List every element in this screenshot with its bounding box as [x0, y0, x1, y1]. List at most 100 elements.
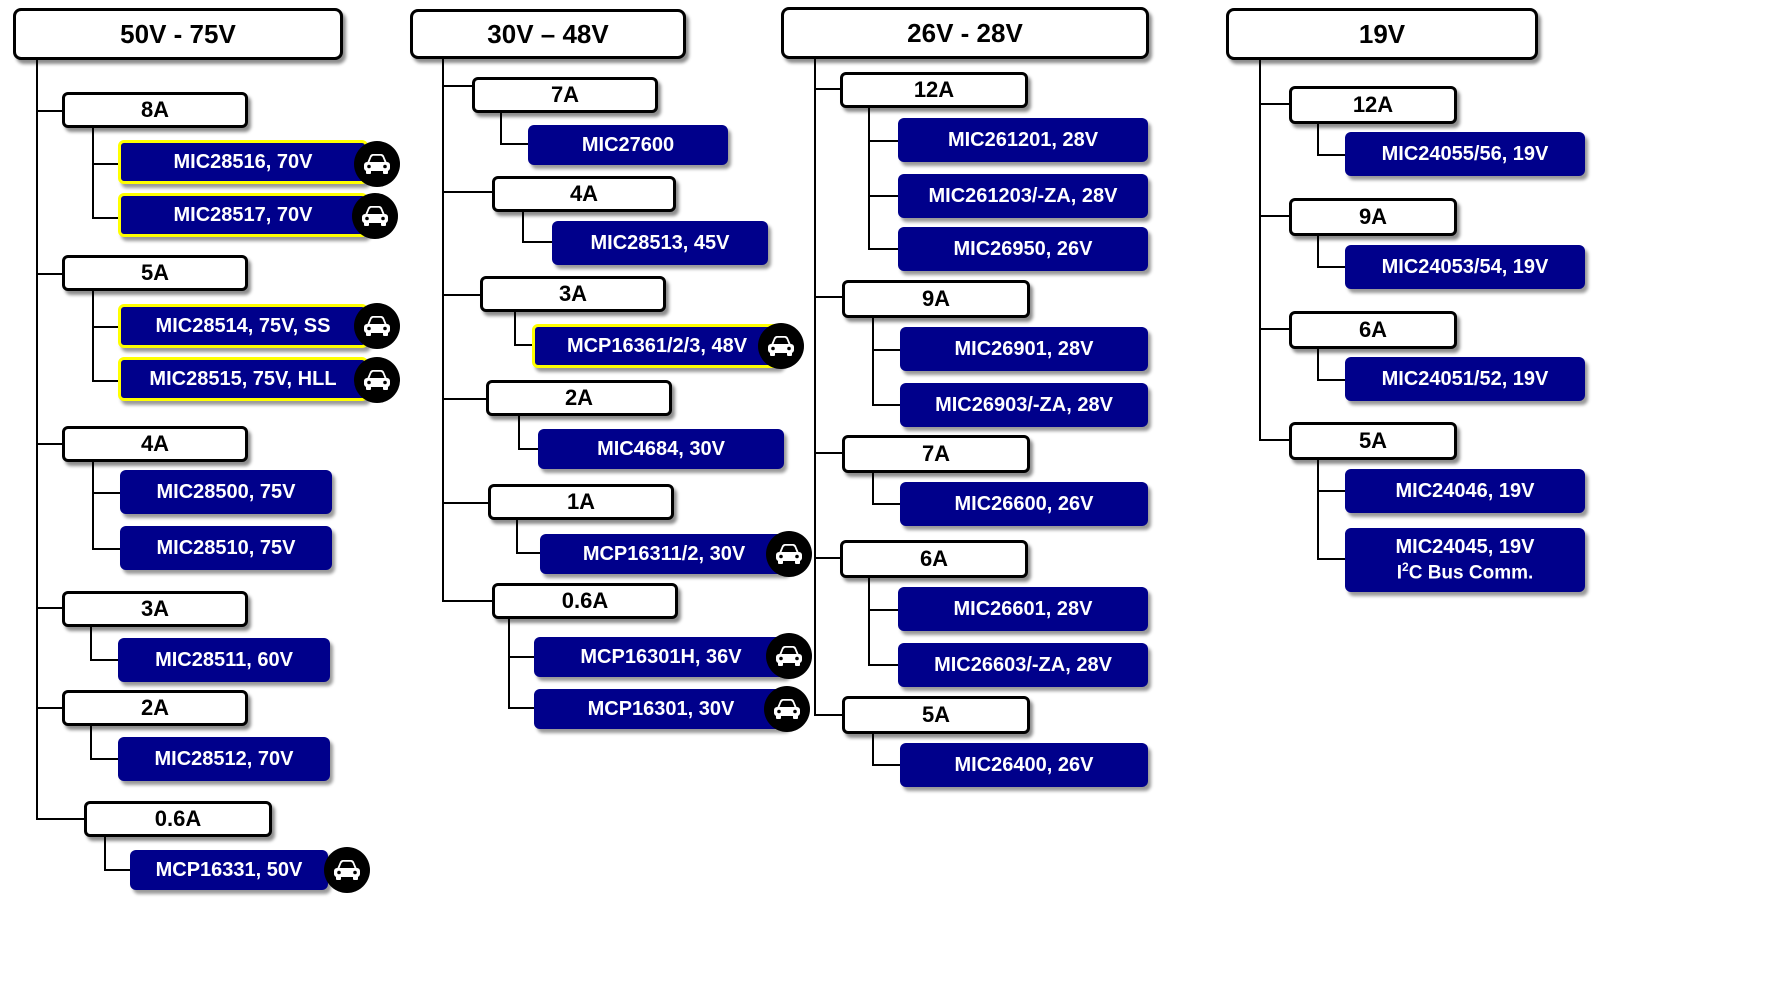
connector-line	[90, 726, 92, 760]
connector-line	[872, 349, 900, 351]
part-label: MIC28514, 75V, SS	[155, 314, 331, 337]
part-box[interactable]: MIC28511, 60V	[118, 638, 330, 682]
connector-line	[92, 128, 94, 218]
connector-line	[868, 664, 898, 666]
connector-line	[872, 318, 874, 406]
connector-line	[508, 619, 510, 709]
current-box: 4A	[62, 426, 248, 462]
current-box: 5A	[62, 255, 248, 291]
part-box[interactable]: MIC261203/-ZA, 28V	[898, 174, 1148, 218]
connector-line	[1317, 460, 1319, 560]
connector-line	[516, 520, 518, 554]
part-box[interactable]: MIC24045, 19V I2C Bus Comm.	[1345, 528, 1585, 592]
part-box[interactable]: MIC27600	[528, 125, 728, 165]
part-label: MIC28510, 75V	[156, 536, 296, 559]
connector-line	[442, 85, 472, 87]
part-box[interactable]: MCP16311/2, 30V	[540, 534, 788, 574]
part-box[interactable]: MIC28512, 70V	[118, 737, 330, 781]
part-box[interactable]: MIC26901, 28V	[900, 327, 1148, 371]
part-box[interactable]: MCP16361/2/3, 48V	[532, 324, 782, 368]
car-icon	[766, 633, 812, 679]
part-label: MIC24046, 19V	[1395, 479, 1535, 502]
part-label: MCP16301, 30V	[587, 697, 735, 720]
connector-line	[1259, 215, 1289, 217]
connector-line	[442, 191, 492, 193]
voltage-header: 19V	[1226, 8, 1538, 60]
part-label: MIC28513, 45V	[590, 231, 730, 254]
part-box[interactable]: MIC26603/-ZA, 28V	[898, 643, 1148, 687]
connector-line	[872, 764, 900, 766]
connector-line	[36, 443, 62, 445]
current-box: 5A	[1289, 422, 1457, 460]
connector-line	[868, 578, 870, 666]
connector-line	[868, 609, 898, 611]
part-box[interactable]: MIC26600, 26V	[900, 482, 1148, 526]
part-box[interactable]: MIC28516, 70V	[118, 140, 368, 184]
part-box[interactable]: MCP16301, 30V	[534, 689, 788, 729]
part-label: MIC26603/-ZA, 28V	[934, 653, 1112, 676]
part-box[interactable]: MIC28514, 75V, SS	[118, 304, 368, 348]
connector-line	[518, 448, 538, 450]
part-label: MIC26600, 26V	[954, 492, 1094, 515]
current-box: 3A	[480, 276, 666, 312]
part-box[interactable]: MIC24055/56, 19V	[1345, 132, 1585, 176]
connector-line	[1317, 236, 1319, 268]
part-box[interactable]: MCP16301H, 36V	[534, 637, 788, 677]
part-sublabel: I2C Bus Comm.	[1397, 560, 1534, 585]
part-label: MIC261203/-ZA, 28V	[928, 184, 1118, 207]
part-box[interactable]: MIC28515, 75V, HLL	[118, 357, 368, 401]
connector-line	[442, 502, 488, 504]
part-label: MIC26903/-ZA, 28V	[935, 393, 1113, 416]
part-label: MIC26601, 28V	[953, 597, 1093, 620]
part-box[interactable]: MCP16331, 50V	[130, 850, 328, 890]
part-box[interactable]: MIC24053/54, 19V	[1345, 245, 1585, 289]
part-label: MIC26400, 26V	[954, 753, 1094, 776]
voltage-header: 30V – 48V	[410, 9, 686, 59]
connector-line	[814, 557, 840, 559]
part-label: MIC24045, 19V	[1395, 535, 1535, 558]
part-box[interactable]: MIC261201, 28V	[898, 118, 1148, 162]
connector-line	[814, 714, 842, 716]
part-box[interactable]: MIC28510, 75V	[120, 526, 332, 570]
part-box[interactable]: MIC26601, 28V	[898, 587, 1148, 631]
connector-line	[92, 380, 118, 382]
connector-line	[92, 163, 118, 165]
part-box[interactable]: MIC28517, 70V	[118, 193, 368, 237]
part-label: MCP16311/2, 30V	[582, 542, 746, 565]
connector-line	[1259, 439, 1289, 441]
connector-line	[518, 416, 520, 450]
connector-line	[1317, 558, 1345, 560]
connector-line	[36, 110, 62, 112]
connector-line	[514, 344, 532, 346]
connector-line	[868, 140, 898, 142]
part-box[interactable]: MIC28513, 45V	[552, 221, 768, 265]
current-box: 5A	[842, 696, 1030, 734]
part-box[interactable]: MIC4684, 30V	[538, 429, 784, 469]
part-label: MIC28515, 75V, HLL	[149, 367, 337, 390]
part-box[interactable]: MIC24046, 19V	[1345, 469, 1585, 513]
part-box[interactable]: MIC26400, 26V	[900, 743, 1148, 787]
connector-line	[36, 273, 62, 275]
current-box: 6A	[840, 540, 1028, 578]
car-icon	[354, 141, 400, 187]
connector-line	[814, 296, 842, 298]
car-icon	[354, 357, 400, 403]
part-box[interactable]: MIC26950, 26V	[898, 227, 1148, 271]
connector-line	[36, 707, 62, 709]
current-box: 12A	[1289, 86, 1457, 124]
sublabel-rest: C Bus Comm.	[1408, 562, 1534, 584]
part-label: MIC28516, 70V	[173, 150, 313, 173]
connector-line	[514, 312, 516, 346]
part-box[interactable]: MIC28500, 75V	[120, 470, 332, 514]
connector-line	[1259, 328, 1289, 330]
connector-line	[92, 326, 118, 328]
connector-line	[36, 60, 38, 820]
connector-line	[522, 241, 552, 243]
part-label: MCP16331, 50V	[155, 858, 303, 881]
part-box[interactable]: MIC26903/-ZA, 28V	[900, 383, 1148, 427]
part-box[interactable]: MIC24051/52, 19V	[1345, 357, 1585, 401]
connector-line	[814, 88, 840, 90]
connector-line	[90, 659, 118, 661]
car-icon	[764, 686, 810, 732]
current-box: 0.6A	[84, 801, 272, 837]
